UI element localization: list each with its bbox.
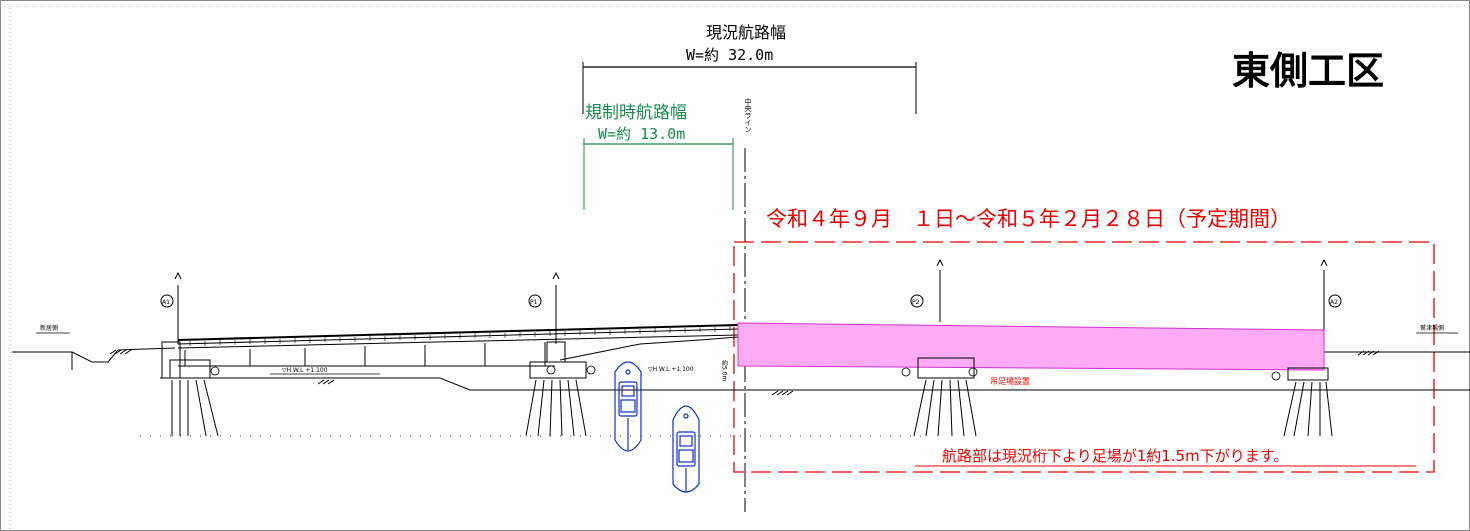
section-title: 東側工区 <box>1232 49 1384 93</box>
girder-railing-ticks <box>189 326 731 346</box>
existing-girder <box>177 324 739 367</box>
hwl-left-label: ▽H.W.L +1.100 <box>282 367 328 374</box>
abutment-a2 <box>1283 258 1333 437</box>
right-side-label: 鷲津場側 <box>1420 324 1444 332</box>
pier-label-a2: A2 <box>1330 299 1338 306</box>
suspended-scaffold-label: 吊足場設置 <box>990 376 1030 386</box>
ground-hatches <box>109 349 1380 396</box>
boat-lower <box>672 405 700 493</box>
construction-period: 令和４年９月 １日～令和５年２月２８日（予定期間） <box>766 207 1291 231</box>
clearance-label: 約5.0m <box>721 359 728 381</box>
left-ground-line <box>12 347 176 363</box>
pier-marker-a2 <box>1328 294 1342 308</box>
pier-marker-a1 <box>160 294 174 308</box>
bearing-marks <box>210 365 1281 381</box>
pier-p1 <box>525 271 587 437</box>
scaffold-note: 航路部は現況桁下より足場が1約1.5m下がります。 <box>942 447 1288 465</box>
pier-marker-p1 <box>528 294 542 308</box>
restricted-width-title: 規制時航路幅 <box>585 103 687 123</box>
pier-marker-p2 <box>910 294 924 308</box>
boat-upper <box>614 361 642 452</box>
pier-label-p1: P1 <box>530 299 538 306</box>
current-width-title: 現況航路幅 <box>706 23 786 42</box>
restricted-width-value: W=約 13.0m <box>598 125 685 143</box>
riverbed-line <box>160 377 1470 391</box>
center-line-label: 中央ライン <box>744 97 752 133</box>
hwl-mid-label: ▽H.W.L +1.100 <box>648 366 694 373</box>
new-girder-highlight <box>737 322 1325 371</box>
current-width-value: W=約 32.0m <box>686 46 773 64</box>
pier-label-a1: A1 <box>162 299 170 306</box>
work-zone-boundary <box>733 241 1435 473</box>
pier-label-p2: P2 <box>912 299 920 306</box>
left-side-label: 新居側 <box>40 324 58 332</box>
abutment-a1 <box>161 271 219 437</box>
